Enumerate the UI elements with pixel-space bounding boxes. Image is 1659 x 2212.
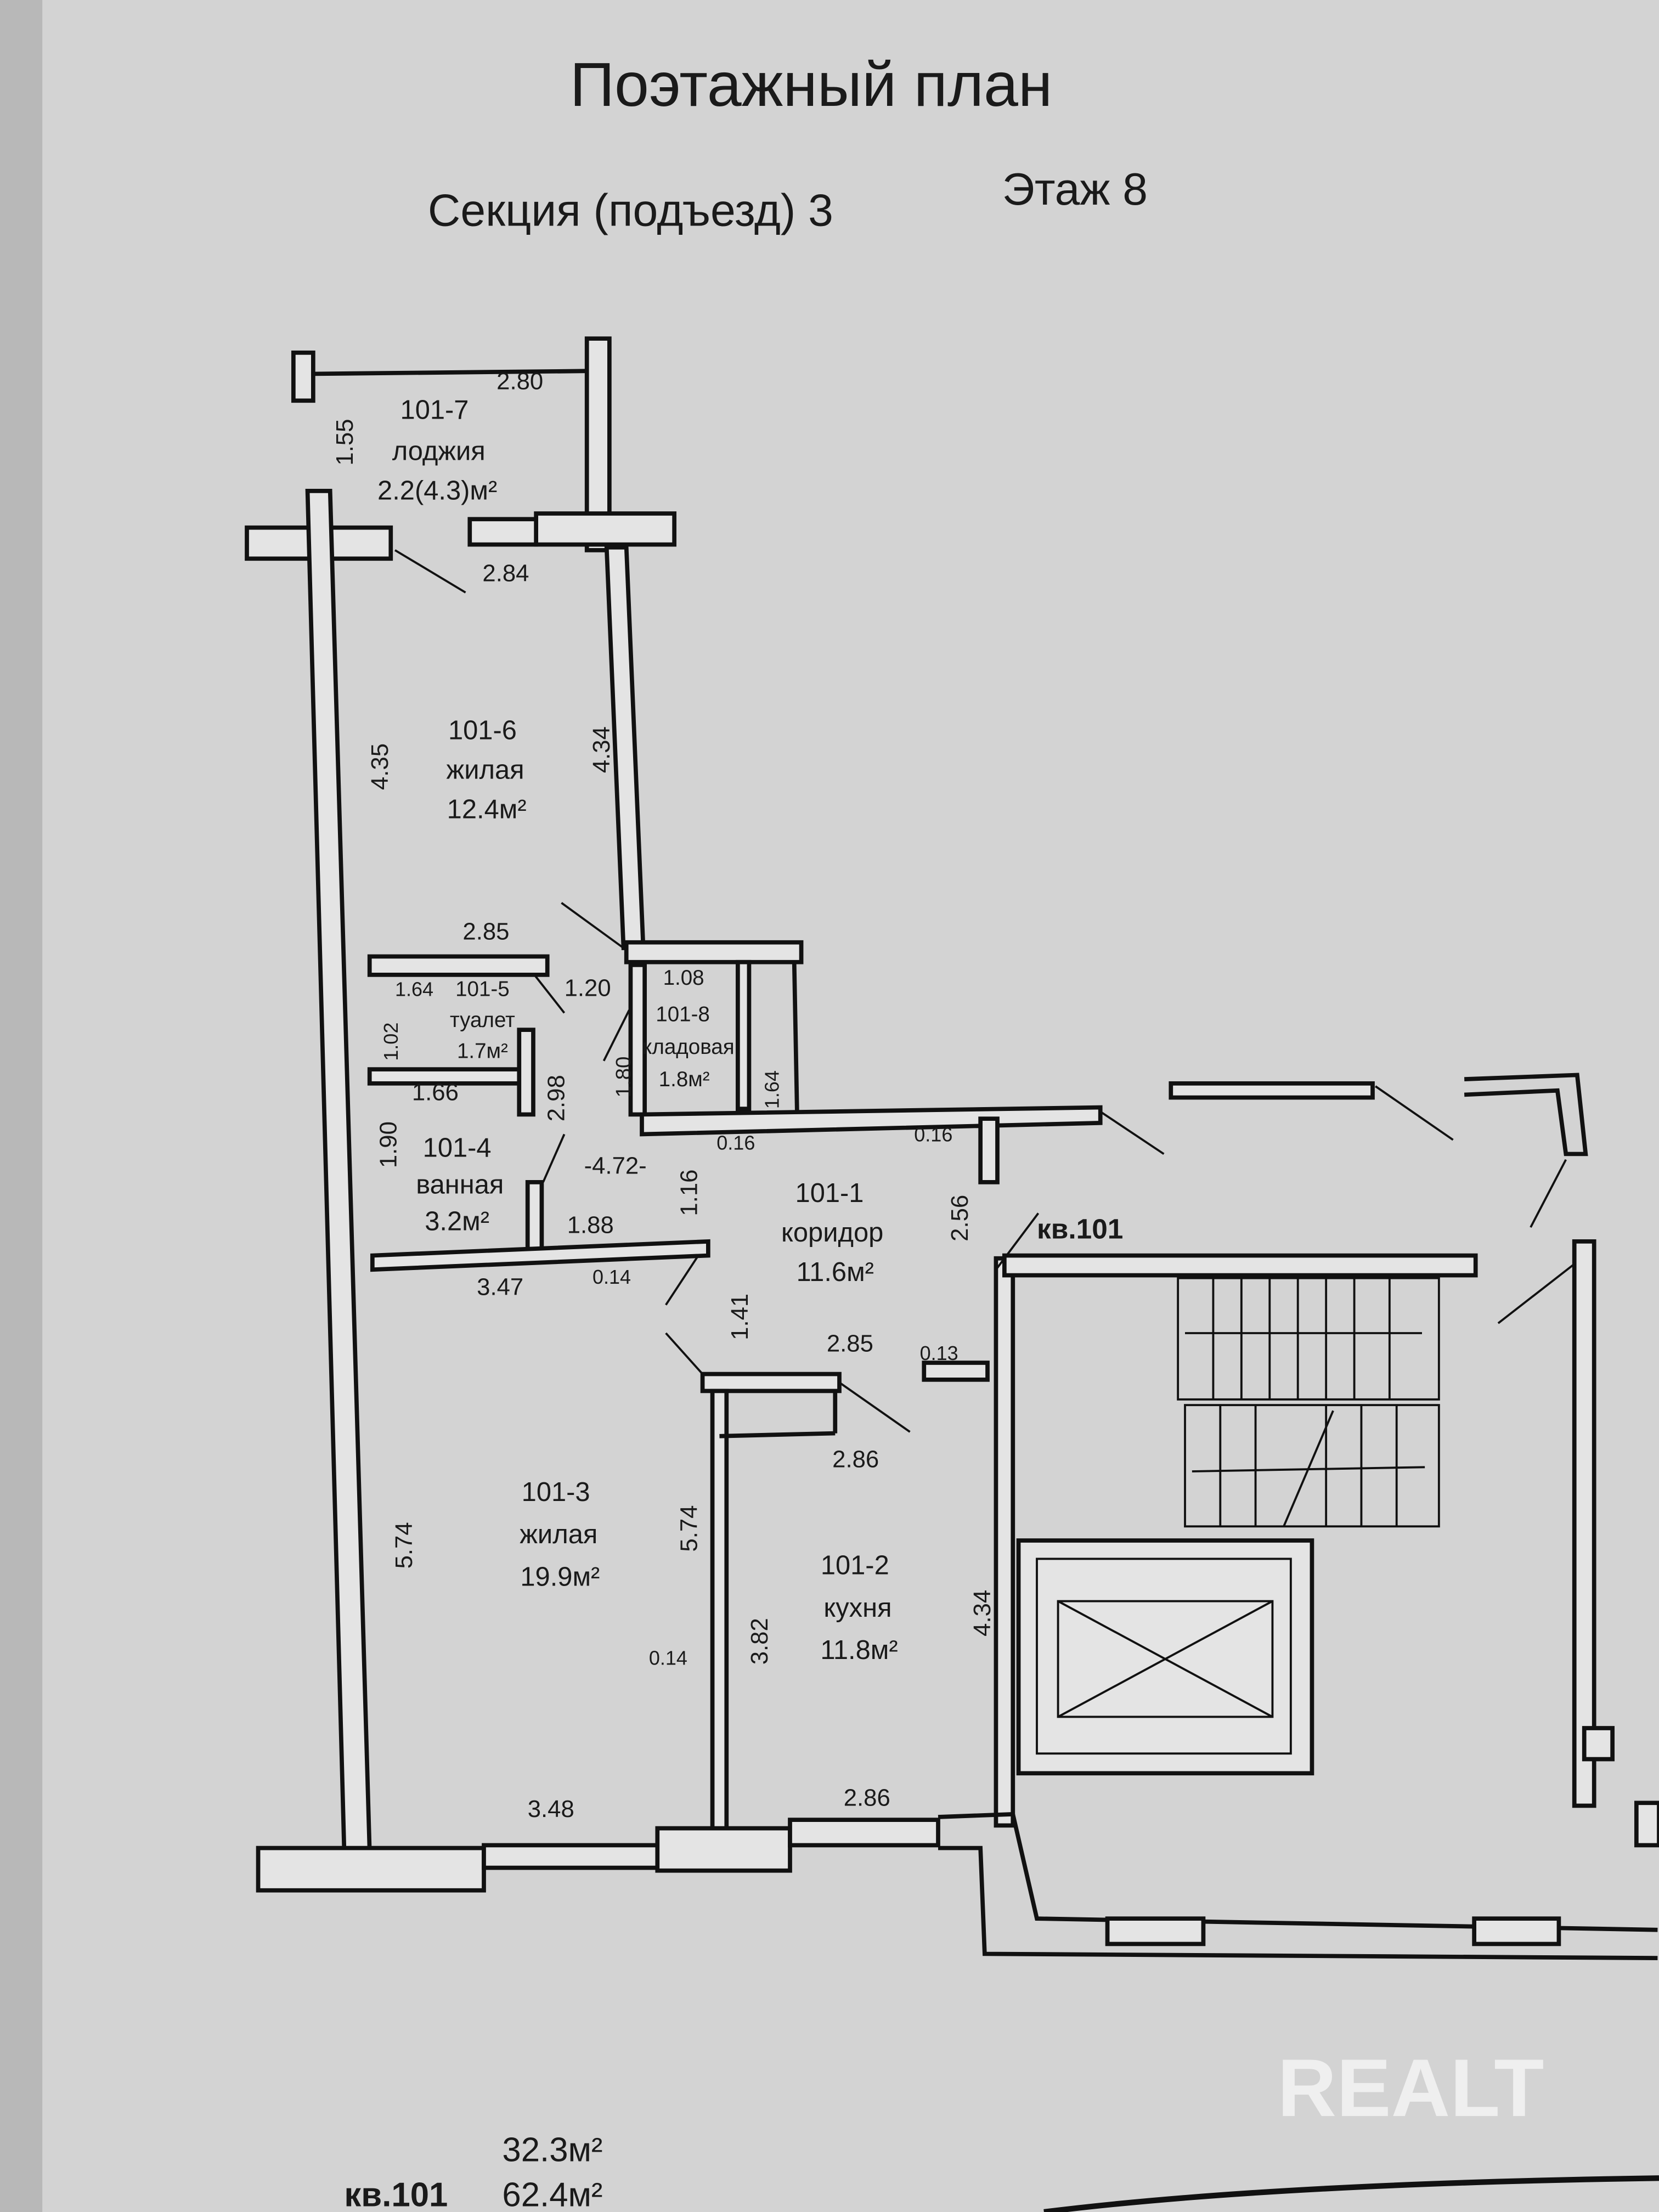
room-101-5-area: 1.7м²: [457, 1040, 508, 1063]
dimension-label: 1.08: [663, 966, 704, 990]
dimension-label: 2.98: [543, 1075, 570, 1121]
room-101-6-name: жилая: [447, 755, 524, 785]
footer-apartment: кв.101: [344, 2176, 448, 2212]
walls: [245, 336, 1659, 1960]
room-101-5-name: туалет: [450, 1008, 515, 1032]
dimension-label: 0.13: [920, 1342, 958, 1364]
realt-watermark: REALT: [1277, 2042, 1544, 2134]
dimension-label: 0.16: [914, 1123, 952, 1146]
door-swings: [394, 549, 1575, 1433]
room-101-7-area: 2.2(4.3)м²: [377, 476, 497, 505]
dimension-label: 1.55: [331, 419, 358, 466]
dimension-label: 5.74: [675, 1505, 702, 1552]
room-101-3-name: жилая: [520, 1520, 597, 1549]
dimension-label: 2.80: [496, 368, 543, 395]
dimension-label: 1.41: [726, 1294, 753, 1340]
room-101-8-id: 101-8: [656, 1003, 710, 1026]
dimension-label: 1.90: [375, 1121, 402, 1168]
room-101-2-name: кухня: [823, 1593, 891, 1623]
room-101-1-id: 101-1: [795, 1178, 864, 1208]
dimension-label: 3.82: [746, 1618, 773, 1664]
dimension-label: 1.02: [380, 1023, 402, 1061]
dimension-label: 4.35: [366, 743, 393, 790]
room-101-8-name: кладовая: [642, 1035, 735, 1059]
room-101-8-area: 1.8м²: [659, 1068, 710, 1091]
dimension-label: 5.74: [391, 1522, 417, 1568]
room-101-2-id: 101-2: [821, 1551, 889, 1581]
dimension-label: 2.84: [482, 560, 529, 586]
pen-mark: [1043, 2175, 1659, 2212]
dimension-label: 1.66: [412, 1079, 459, 1106]
dimension-label: 1.20: [565, 974, 611, 1001]
dimension-labels: 2.80 1.55 2.84 4.35 4.34 2.85 1.20 1.64 …: [331, 368, 996, 1822]
living-area-total: 32.3м²: [502, 2131, 602, 2169]
dimension-label: 2.86: [832, 1446, 879, 1472]
staircase: [1177, 1277, 1440, 1528]
paper-shadow: [0, 0, 43, 2212]
room-101-1-name: коридор: [781, 1218, 883, 1248]
dimension-label: 4.34: [969, 1590, 996, 1637]
apartment-label: кв.101: [1037, 1213, 1123, 1245]
elevator-shaft: [1016, 1538, 1314, 1776]
dimension-label: 3.48: [528, 1796, 574, 1822]
dimension-label: 4.34: [588, 726, 615, 773]
room-101-4-area: 3.2м²: [425, 1206, 489, 1236]
plan-title: Поэтажный план: [570, 50, 1053, 119]
room-101-7-name: лоджия: [392, 436, 486, 466]
room-101-6-area: 12.4м²: [447, 794, 527, 824]
dimension-label: 3.47: [477, 1274, 523, 1301]
total-area: 62.4м²: [502, 2176, 602, 2212]
dimension-label: 2.56: [946, 1195, 973, 1242]
room-101-4-name: ванная: [416, 1170, 504, 1199]
room-101-2-area: 11.8м²: [820, 1635, 898, 1665]
dimension-label: 2.85: [462, 918, 509, 945]
dimension-label: 1.64: [395, 978, 433, 1000]
room-101-1-area: 11.6м²: [797, 1257, 874, 1287]
room-101-7-id: 101-7: [400, 396, 469, 425]
dimension-label: 1.64: [760, 1070, 783, 1109]
dimension-label: 1.88: [567, 1211, 614, 1238]
section-label: Секция (подъезд) 3: [428, 185, 833, 235]
room-101-3-area: 19.9м²: [520, 1562, 600, 1592]
dimension-label: 0.14: [592, 1266, 631, 1288]
dimension-label: 1.16: [675, 1170, 702, 1216]
room-101-5-id: 101-5: [455, 977, 510, 1001]
dimension-label: 1.80: [612, 1057, 635, 1098]
dimension-label: -4.72-: [584, 1152, 647, 1179]
dimension-label: 0.14: [649, 1646, 687, 1669]
floor-label: Этаж 8: [1002, 165, 1148, 215]
dimension-label: 2.85: [827, 1330, 873, 1357]
dimension-label: 0.16: [716, 1132, 755, 1154]
room-101-4-id: 101-4: [423, 1133, 492, 1163]
room-101-6-id: 101-6: [448, 715, 517, 745]
room-101-3-id: 101-3: [522, 1477, 590, 1507]
dimension-label: 2.86: [844, 1784, 890, 1811]
